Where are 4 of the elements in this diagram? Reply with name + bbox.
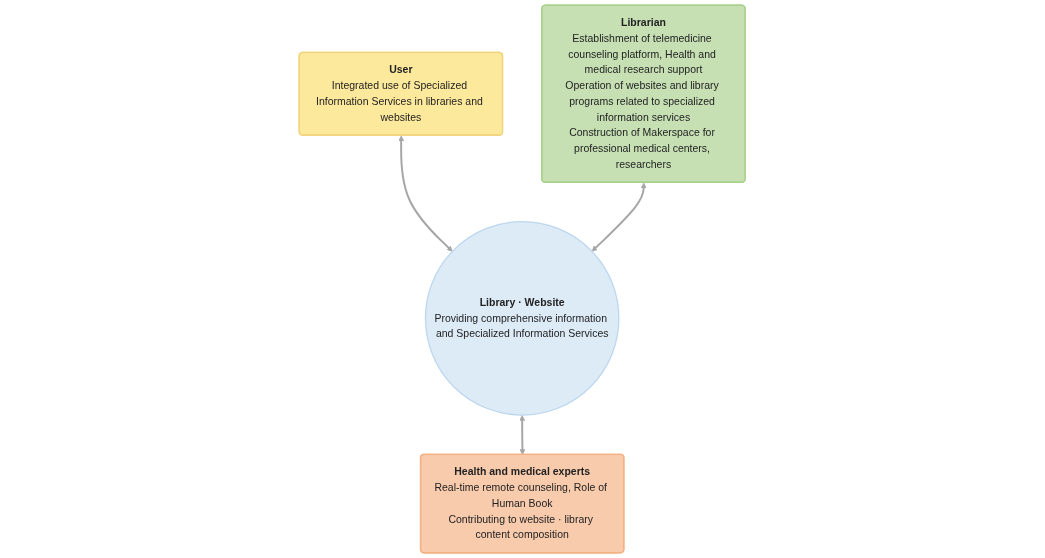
arrow: [398, 135, 453, 252]
node-circle: Library · Website Providing comprehensive information and Specialized Information Services: [425, 220, 620, 416]
arrow: [592, 182, 647, 252]
arrow: [519, 415, 526, 455]
